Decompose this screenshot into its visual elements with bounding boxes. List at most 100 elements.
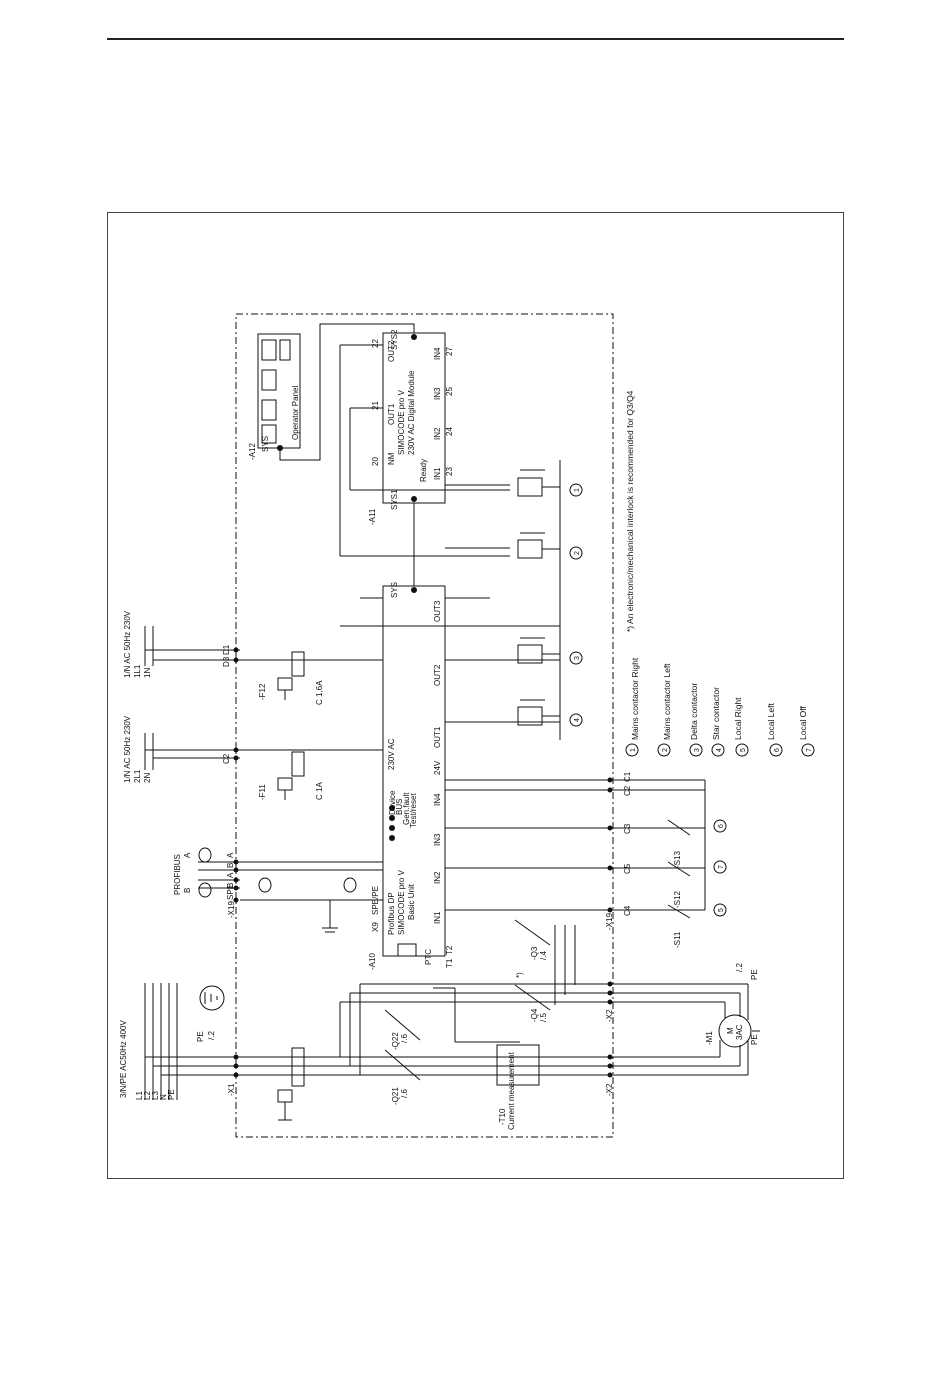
profibus-term-b2: B — [226, 883, 235, 888]
basic-unit-led-fault: Gen.fault — [402, 792, 411, 825]
f12-label: -F12 — [258, 683, 267, 700]
digital-module-term-25: 25 — [445, 387, 454, 396]
legend-num-2: 2 — [662, 748, 669, 752]
basic-unit-in4: IN4 — [433, 793, 442, 806]
ctrl1-supply-label: 1/N AC 50Hz 230V — [123, 715, 132, 783]
digital-module-term-22: 22 — [371, 339, 380, 348]
basic-unit-spe: SPE/PE — [371, 886, 380, 915]
basic-unit-led-bus: BUS — [395, 799, 404, 815]
basic-unit-x9: X9 — [371, 922, 380, 932]
q4-label: -Q4 — [530, 1008, 539, 1022]
coil-ref-3: 3 — [574, 656, 581, 660]
basic-unit-ptc: PTC — [424, 949, 433, 965]
q21-label: -Q21 — [391, 1087, 400, 1105]
basic-unit-in1: IN1 — [433, 911, 442, 924]
digital-module-term-20: 20 — [371, 457, 380, 466]
digital-module-in1: IN1 — [433, 467, 442, 480]
profibus-term-a1: A — [226, 852, 235, 858]
pe-sheet-label: /.2 — [207, 1031, 216, 1040]
ground-symbol — [199, 985, 225, 1011]
profibus-label: PROFIBUS — [173, 854, 182, 895]
coil-ref-2: 2 — [574, 551, 581, 555]
legend-marker-3 — [689, 743, 703, 757]
legend-marker-2 — [657, 743, 671, 757]
motor-pe-top: PE — [750, 969, 759, 980]
digital-module-term-23: 23 — [445, 467, 454, 476]
digital-module-sys2: SYS2 — [390, 329, 399, 350]
legend-num-4: 4 — [716, 748, 723, 752]
q3-label: -Q3 — [530, 946, 539, 960]
line-label-l3: L3 — [151, 1091, 160, 1100]
pe-ref-label: PE — [196, 1031, 205, 1042]
interlock-footnote: *) An electronic/mechanical interlock is… — [625, 390, 635, 632]
basic-unit-sys: SYS — [390, 582, 399, 598]
basic-unit-out1: OUT1 — [433, 726, 442, 748]
coil-ref-4: 4 — [574, 718, 581, 722]
x1-label: -X1 — [227, 1083, 236, 1096]
motor-sheet-ref: /.2 — [735, 963, 744, 972]
x19-label: -X19 — [227, 901, 236, 918]
legend-text-3: Delta contactor — [689, 683, 699, 740]
q3-ref: /.4 — [539, 951, 548, 960]
m1-label: -M1 — [705, 1031, 714, 1045]
basic-unit-24v: 24V — [433, 760, 442, 775]
ctrl2-line-1l1: 1L1 — [133, 664, 142, 678]
basic-unit-t2: T2 — [445, 945, 454, 955]
basic-unit-t1: T1 — [445, 958, 454, 968]
operator-panel-tag: -A12 — [248, 443, 257, 460]
digital-module-term-24: 24 — [445, 427, 454, 436]
terminal-c5: C5 — [623, 863, 632, 874]
digital-module-in2: IN2 — [433, 427, 442, 440]
x2-label-lower: -X2 — [605, 1083, 614, 1096]
terminal-dots — [233, 334, 613, 1078]
t10-label: -T10 — [498, 1108, 507, 1125]
m1-desc: 3AC — [735, 1024, 744, 1040]
line-label-l2: L2 — [143, 1091, 152, 1100]
legend-text-6: Local Left — [766, 703, 776, 740]
legend-marker-6 — [769, 743, 783, 757]
operator-panel-name: Operator Panel — [291, 386, 300, 440]
basic-unit-in2: IN2 — [433, 871, 442, 884]
switch-ref-5: 5 — [718, 908, 725, 912]
basic-unit-line1: SIMOCODE pro V — [397, 869, 406, 935]
x2-label-upper: -X2 — [605, 1009, 614, 1022]
legend-num-1: 1 — [630, 748, 637, 752]
legend-text-4: Star contactor — [711, 687, 721, 740]
legend-num-6: 6 — [774, 748, 781, 752]
f11-rating: C 1A — [315, 782, 324, 800]
terminal-c1: C1 — [623, 771, 632, 782]
switch-ref-7: 7 — [718, 865, 725, 869]
digital-module-line1: SIMOCODE pro V — [397, 389, 406, 455]
terminal-d3: D3 — [222, 656, 231, 667]
legend-text-7: Local Off — [798, 705, 808, 740]
operator-panel-sys: SYS — [261, 436, 270, 452]
basic-unit-in3: IN3 — [433, 833, 442, 846]
q22-ref: /.6 — [400, 1034, 409, 1043]
q4-star: *) — [515, 972, 524, 978]
digital-module-line2: 230V AC Digital Module — [407, 370, 416, 455]
terminal-c4: C4 — [623, 905, 632, 916]
line-label-l1: L1 — [135, 1091, 144, 1100]
line-label-pe: PE — [167, 1089, 176, 1100]
terminal-c2: C2 — [623, 785, 632, 796]
ctrl1-line-2n: 2N — [143, 773, 152, 783]
digital-module-out1: OUT1 — [387, 403, 396, 425]
legend-text-5: Local Right — [733, 697, 743, 740]
basic-unit-led-test: Test/reset — [409, 793, 418, 828]
digital-module-term-27: 27 — [445, 347, 454, 356]
profibus-in-a: A — [183, 852, 192, 858]
s13-label: -S13 — [673, 851, 682, 868]
digital-module-tag: -A11 — [368, 508, 377, 525]
q22-label: -Q22 — [391, 1032, 400, 1050]
profibus-in-b: B — [183, 888, 192, 893]
f11-label: -F11 — [258, 784, 267, 800]
basic-unit-led-device: Device — [388, 790, 397, 815]
legend-text-2: Mains contactor Left — [662, 663, 672, 740]
profibus-term-a2: A — [226, 872, 235, 878]
t10-desc: Current measurement — [507, 1051, 516, 1130]
ctrl2-supply-label: 1/N AC 50Hz 230V — [123, 610, 132, 678]
basic-unit-bus: Profibus DP — [387, 892, 396, 935]
terminal-c2-left: C2 — [222, 753, 231, 764]
switch-ref-6: 6 — [718, 824, 725, 828]
